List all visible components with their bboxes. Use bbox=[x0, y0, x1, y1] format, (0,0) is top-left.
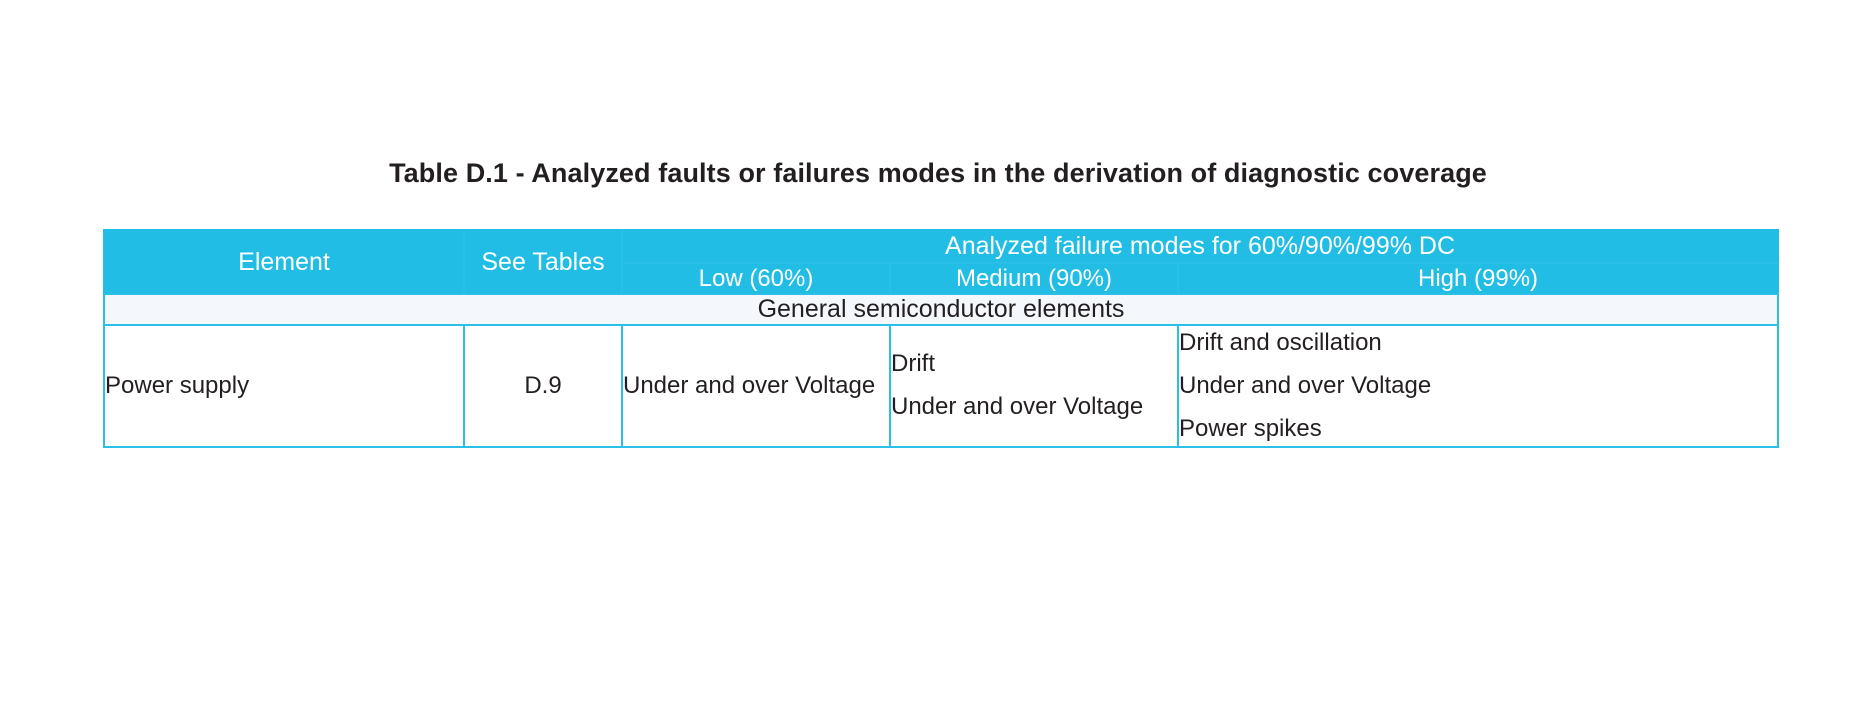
failure-mode-line: Under and over Voltage bbox=[891, 393, 1144, 421]
column-header-analyzed-failure-modes: Analyzed failure modes for 60%/90%/99% D… bbox=[620, 229, 1780, 264]
failure-mode-line: Drift and oscillation bbox=[1179, 328, 1382, 356]
failure-mode-line: Power spikes bbox=[1179, 414, 1322, 442]
failure-mode-line: Under and over Voltage bbox=[1179, 371, 1432, 399]
column-header-element: Element bbox=[103, 229, 465, 295]
column-header-see-tables: See Tables bbox=[463, 229, 623, 295]
table-row: Power supply D.9 Under and over Voltage … bbox=[103, 323, 1780, 449]
table-caption: Table D.1 - Analyzed faults or failures … bbox=[389, 158, 1487, 188]
section-row-general-semiconductor: General semiconductor elements bbox=[102, 292, 1780, 326]
failure-mode-line: Drift bbox=[891, 350, 935, 378]
header-row-sub: Low (60%) Medium (90%) High (99%) bbox=[104, 261, 1780, 295]
failure-modes-table: Element See Tables Analyzed failure mode… bbox=[102, 229, 1780, 449]
column-header-medium: Medium (90%) bbox=[889, 261, 1179, 295]
section-label: General semiconductor elements bbox=[102, 292, 1780, 326]
table-header: Element See Tables Analyzed failure mode… bbox=[103, 229, 1780, 295]
table-body: General semiconductor elements Power sup… bbox=[102, 292, 1780, 449]
table-container: Element See Tables Analyzed failure mode… bbox=[102, 229, 1780, 449]
failure-mode-line: Under and over Voltage bbox=[623, 371, 876, 399]
cell-low-failure-modes: Under and over Voltage bbox=[621, 323, 891, 449]
column-header-low: Low (60%) bbox=[621, 261, 891, 295]
cell-element: Power supply bbox=[103, 323, 465, 449]
column-header-high: High (99%) bbox=[1176, 261, 1780, 295]
header-row-top: Element See Tables Analyzed failure mode… bbox=[103, 229, 1780, 295]
cell-see-tables: D.9 bbox=[463, 323, 623, 449]
